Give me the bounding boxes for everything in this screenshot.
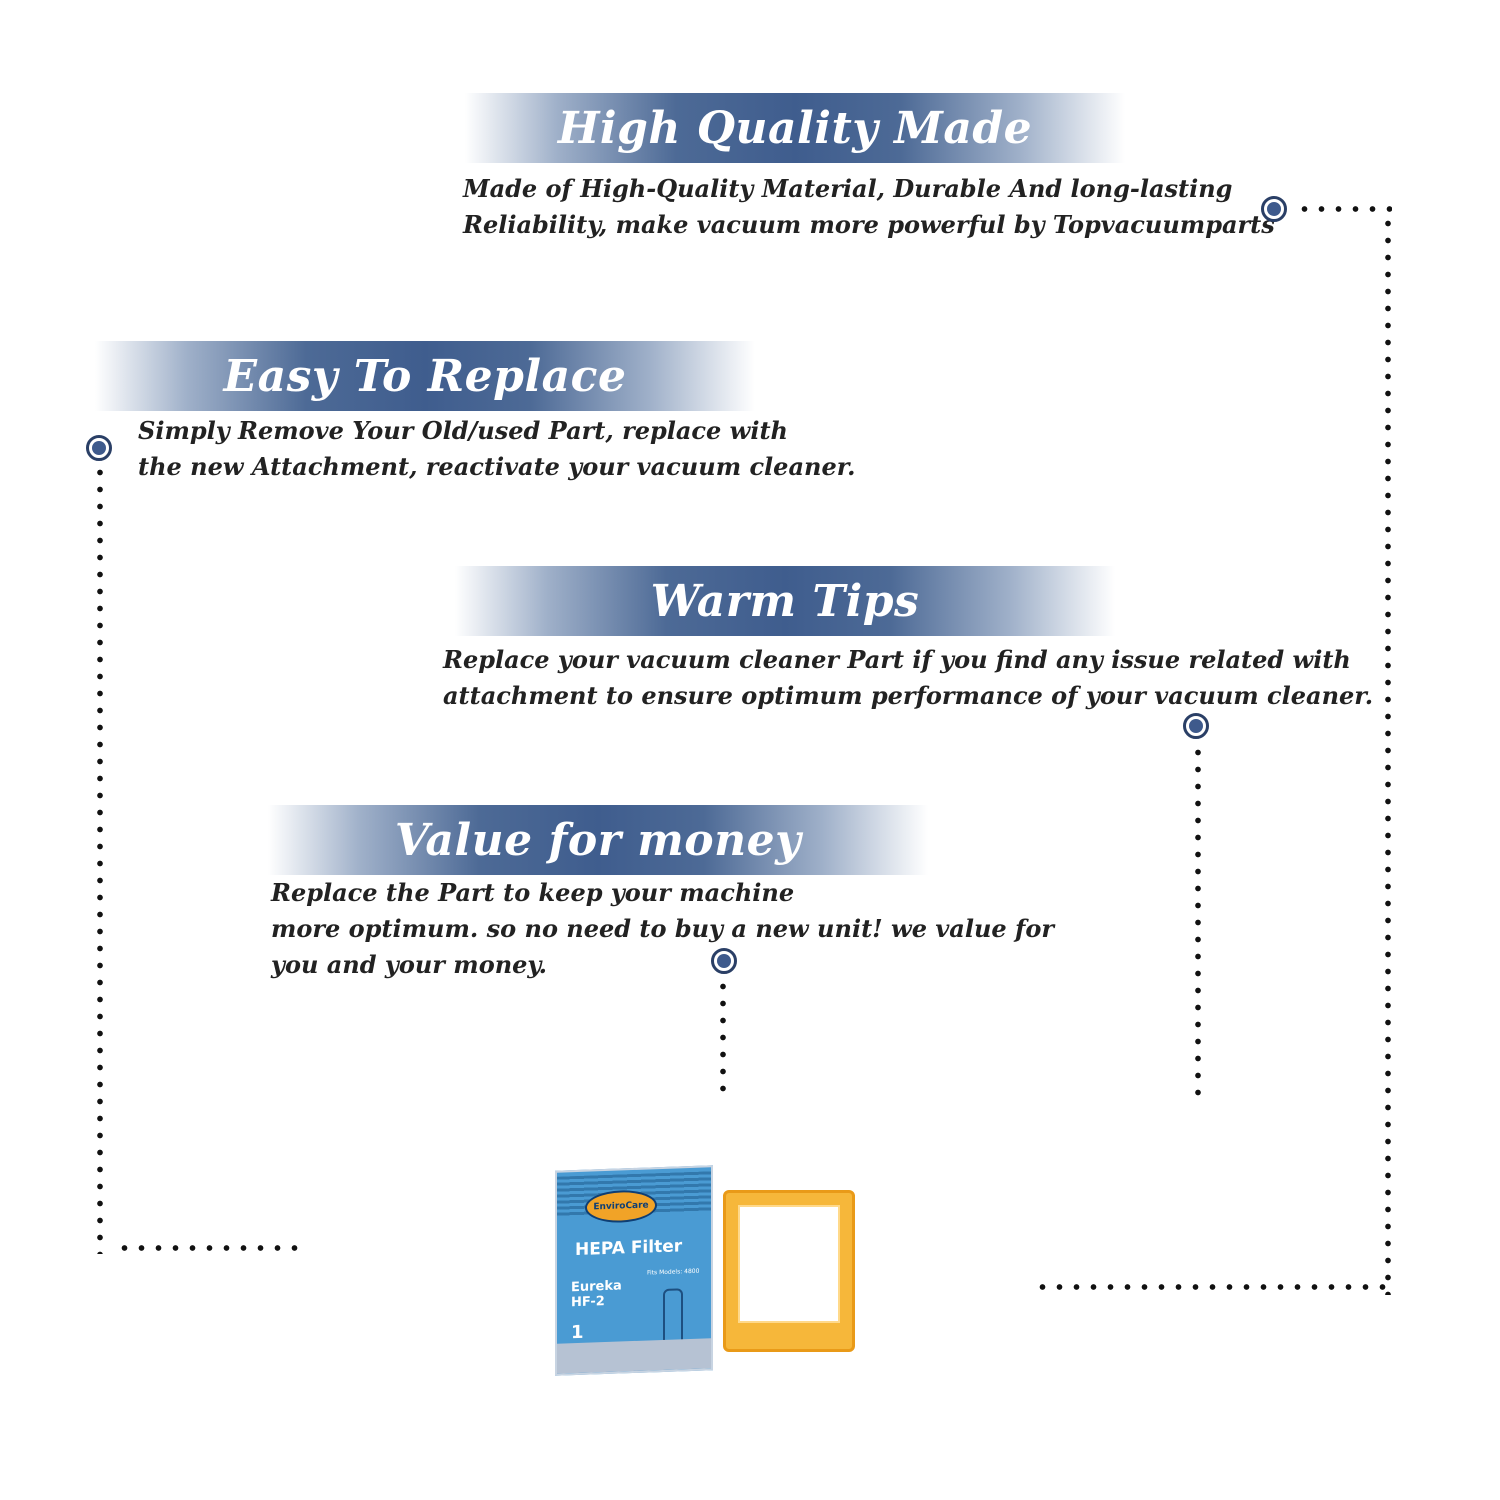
description-line: attachment to ensure optimum performance… (443, 681, 1374, 710)
package-count: 1 (571, 1321, 584, 1344)
package-fits: Fits Models: 4800 (647, 1267, 700, 1277)
description-line: you and your money. (271, 950, 547, 979)
package-bottom (557, 1338, 711, 1374)
heading-warm-tips: Warm Tips (650, 575, 920, 627)
description-easy-replace: Simply Remove Your Old/used Part, replac… (138, 413, 856, 485)
banner-warm-tips: Warm Tips (455, 566, 1115, 636)
description-high-quality: Made of High-Quality Material, Durable A… (463, 171, 1275, 243)
filter-package: EnviroCare HEPA Filter Fits Models: 4800… (555, 1165, 713, 1376)
description-line: Replace the Part to keep your machine (271, 878, 795, 907)
dotted-connector (1296, 206, 1392, 212)
marker-dot-icon (1183, 713, 1209, 739)
description-line: more optimum. so no need to buy a new un… (271, 914, 1054, 943)
dotted-connector (97, 464, 103, 1254)
marker-dot-icon (711, 948, 737, 974)
description-warm-tips: Replace your vacuum cleaner Part if you … (443, 642, 1373, 714)
dotted-connector (1195, 744, 1201, 1106)
marker-dot-icon (1261, 196, 1287, 222)
description-line: Made of High-Quality Material, Durable A… (463, 174, 1233, 203)
model-name: HF-2 (571, 1294, 605, 1311)
dotted-connector (1034, 1284, 1392, 1290)
package-brand: Eureka HF-2 (571, 1278, 622, 1310)
hepa-filter (723, 1190, 855, 1352)
brand-name: Eureka (571, 1278, 622, 1296)
description-value-money: Replace the Part to keep your machine mo… (271, 875, 1054, 983)
product-image: EnviroCare HEPA Filter Fits Models: 4800… (555, 1160, 865, 1376)
banner-value-money: Value for money (268, 805, 928, 875)
description-line: Replace your vacuum cleaner Part if you … (443, 645, 1351, 674)
dotted-connector (720, 978, 726, 1094)
heading-value-money: Value for money (394, 814, 802, 866)
heading-high-quality: High Quality Made (557, 102, 1033, 154)
banner-high-quality: High Quality Made (465, 93, 1125, 163)
filter-media (738, 1205, 840, 1323)
marker-dot-icon (86, 435, 112, 461)
description-line: Simply Remove Your Old/used Part, replac… (138, 416, 788, 445)
dotted-connector (1385, 215, 1391, 1295)
description-line: Reliability, make vacuum more powerful b… (463, 210, 1275, 239)
description-line: the new Attachment, reactivate your vacu… (138, 452, 856, 481)
dotted-connector (116, 1245, 302, 1251)
package-label: HEPA Filter (575, 1236, 683, 1261)
banner-easy-replace: Easy To Replace (95, 341, 755, 411)
heading-easy-replace: Easy To Replace (223, 350, 627, 402)
